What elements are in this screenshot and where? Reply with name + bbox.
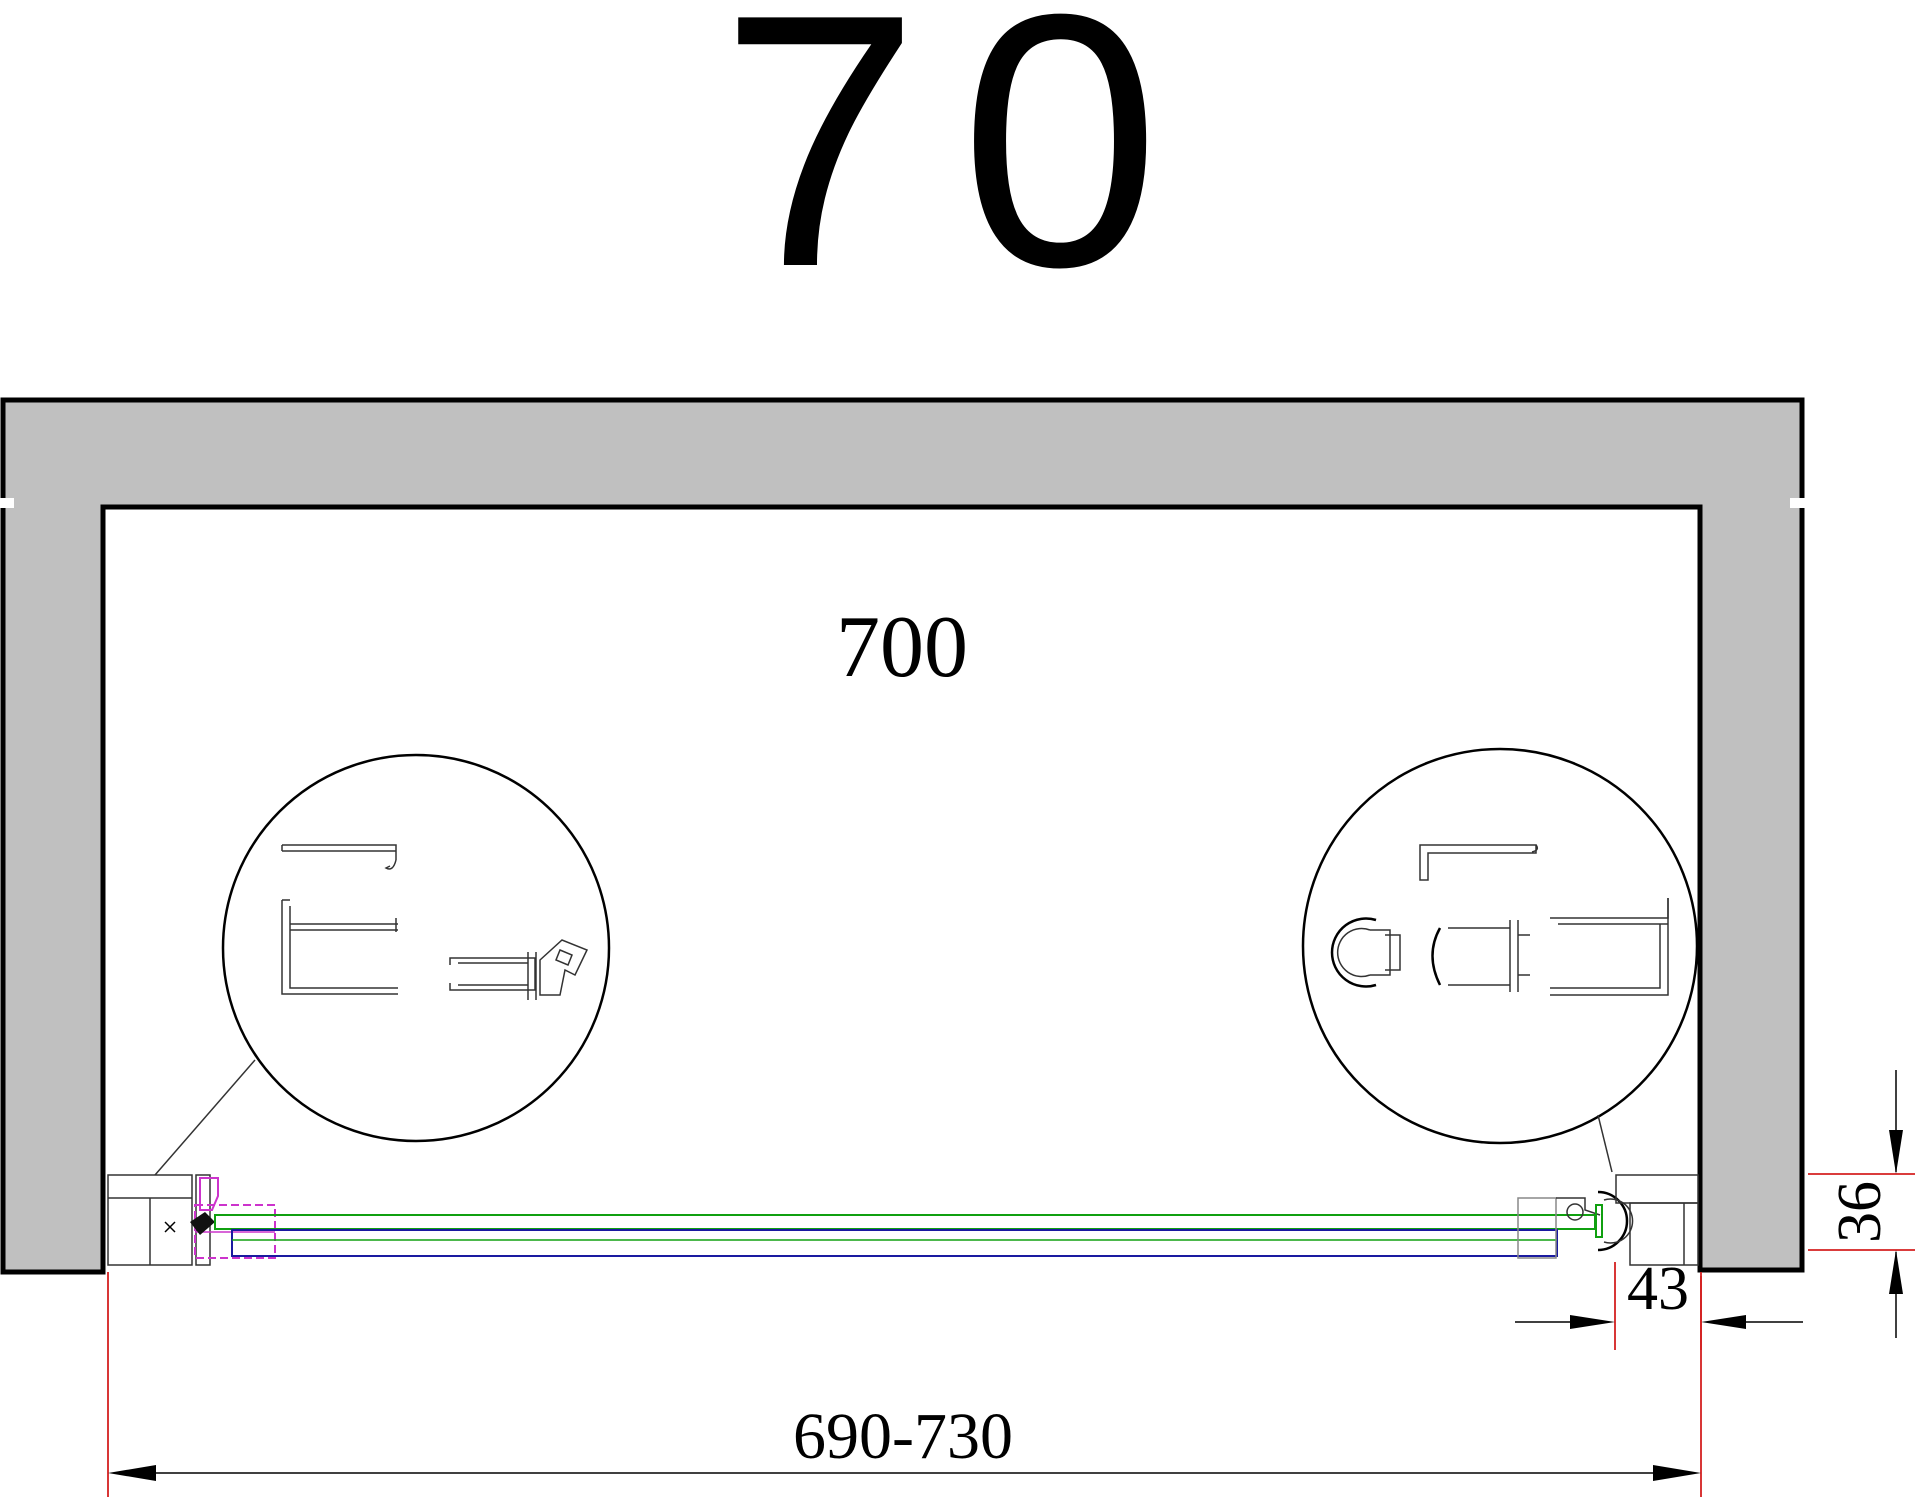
- range-dimension: [107, 1272, 1702, 1497]
- back-glass-panel: [231, 1229, 1558, 1257]
- gap-label: 43: [1627, 1255, 1689, 1323]
- range-label: 690-730: [793, 1400, 1013, 1473]
- left-detail-callout: [154, 753, 611, 1176]
- inner-width-label: 700: [836, 599, 968, 696]
- depth-label: 36: [1826, 1181, 1894, 1243]
- front-glass-panel: [214, 1214, 1596, 1230]
- depth-dimension: [1808, 1070, 1915, 1338]
- wall-outline: [0, 397, 1805, 1275]
- right-detail-callout: [1301, 747, 1699, 1173]
- left-wall-profile: [107, 1174, 211, 1266]
- right-door-fitting: [1517, 1190, 1634, 1259]
- glass-panels: [214, 1214, 1596, 1257]
- gap-dimension: [1515, 1262, 1803, 1350]
- left-door-fitting: [164, 1177, 276, 1259]
- right-wall-profile: [1615, 1174, 1699, 1266]
- model-title: 70: [720, 0, 1200, 342]
